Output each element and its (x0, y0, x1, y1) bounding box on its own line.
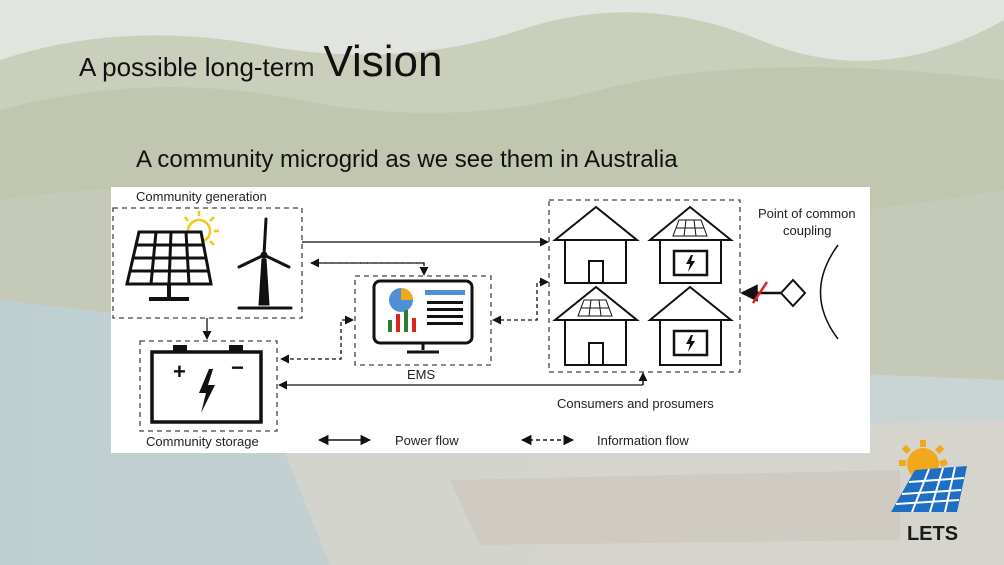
microgrid-diagram: Community generation (111, 187, 870, 453)
pcc-breaker-icon (740, 244, 839, 340)
legend-power-flow: Power flow (317, 433, 459, 448)
solar-logo-icon (891, 440, 967, 513)
pcc-label-line2: coupling (783, 223, 831, 238)
storage-label: Community storage (146, 434, 259, 449)
wind-turbine-icon (237, 217, 293, 310)
battery-icon: + − (150, 345, 263, 424)
prosumer-house-icon (647, 285, 734, 366)
legend-information-label: Information flow (597, 433, 689, 448)
generation-box (112, 207, 303, 319)
power-flow-lines (202, 237, 648, 390)
information-flow-lines (280, 258, 549, 364)
legend-information-flow: Information flow (520, 433, 689, 448)
prosumer-house-icon (552, 285, 640, 366)
ems-label: EMS (407, 367, 436, 382)
consumers-label: Consumers and prosumers (557, 396, 714, 411)
solar-panel-icon (125, 211, 219, 301)
ems-monitor-icon (372, 279, 474, 354)
logo-text: LETS (906, 523, 959, 545)
legend-power-label: Power flow (395, 433, 459, 448)
generation-label: Community generation (136, 189, 267, 204)
title-emphasis: Vision (323, 37, 443, 86)
consumers-box (548, 199, 741, 373)
storage-box (139, 340, 278, 432)
ems-box (354, 275, 492, 366)
house-icon (552, 205, 640, 284)
title-prefix: A possible long-term (79, 52, 315, 82)
prosumer-house-icon (647, 205, 734, 284)
subtitle: A community microgrid as we see them in … (136, 146, 678, 173)
lets-logo: LETS (885, 440, 980, 555)
page-title: A possible long-term Vision (79, 37, 443, 87)
svg-text:+: + (173, 359, 186, 384)
svg-text:−: − (231, 355, 244, 380)
pcc-label-line1: Point of common (758, 206, 856, 221)
